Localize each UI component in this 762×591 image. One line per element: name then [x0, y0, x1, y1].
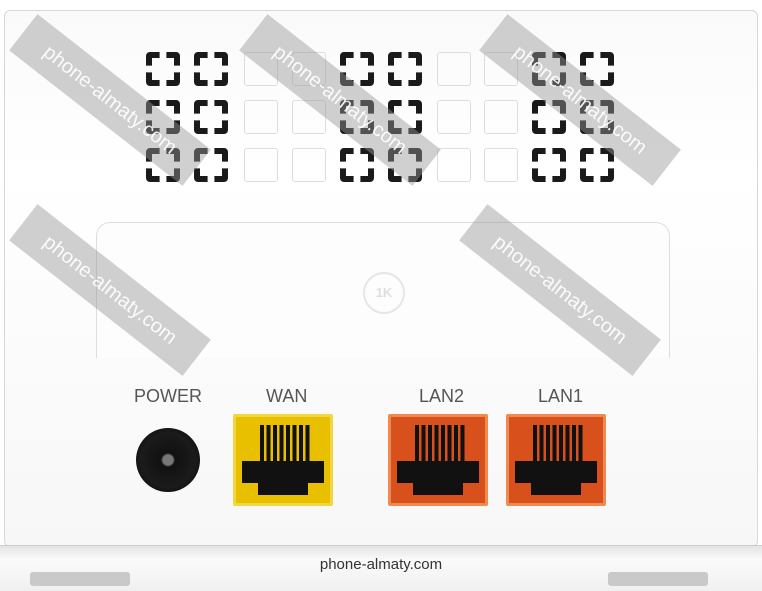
vent-hole	[292, 100, 326, 134]
router-foot	[608, 572, 708, 586]
vent-hole	[437, 100, 471, 134]
vent-hole	[484, 52, 518, 86]
vent-hole	[244, 100, 278, 134]
lan1-port[interactable]	[506, 414, 606, 506]
brand-logo: 1K	[363, 272, 405, 314]
vent-hole	[484, 100, 518, 134]
lan2-label: LAN2	[419, 386, 465, 406]
vent-hole	[292, 148, 326, 182]
power-label: POWER	[134, 386, 203, 406]
router-foot	[30, 572, 130, 586]
vent-hole	[437, 148, 471, 182]
vent-hole	[484, 148, 518, 182]
wan-port[interactable]	[233, 414, 333, 506]
vent-hole	[437, 52, 471, 86]
footer-watermark-text: phone-almaty.com	[319, 556, 443, 573]
lan2-port[interactable]	[388, 414, 488, 506]
lan1-label: LAN1	[538, 386, 584, 406]
vent-hole	[244, 52, 278, 86]
power-jack[interactable]	[136, 428, 200, 492]
vent-hole	[244, 148, 278, 182]
wan-label: WAN	[266, 386, 308, 406]
vent-hole	[292, 52, 326, 86]
